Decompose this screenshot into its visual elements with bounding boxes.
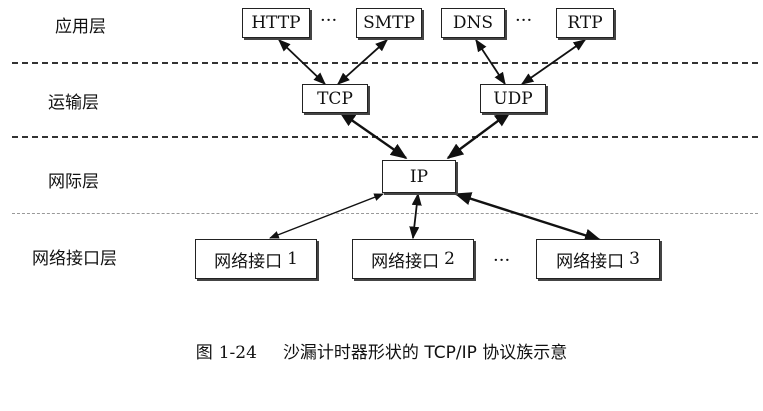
arrow-rtp-udp: [520, 39, 587, 85]
protocol-box-dns: DNS: [441, 8, 505, 38]
layer-label-network-interface: 网络接口层: [32, 249, 117, 269]
network-interface-label: 网络接口: [214, 251, 283, 272]
arrow-smtp-tcp: [337, 39, 388, 85]
network-interface-number: 3: [629, 249, 640, 269]
figure-number: 1-24: [218, 343, 257, 363]
figure-title: 沙漏计时器形状的 TCP/IP 协议族示意: [282, 343, 568, 363]
protocol-box-ip: IP: [382, 160, 456, 193]
arrow-ip-if2: [409, 192, 422, 240]
network-interface-label: 网络接口: [556, 251, 625, 272]
protocol-box-udp: UDP: [480, 84, 546, 113]
ellipsis: ···: [493, 250, 511, 271]
layer-label-internet: 网际层: [48, 172, 99, 192]
layer-label-application: 应用层: [55, 17, 106, 37]
protocol-box-smtp: SMTP: [356, 8, 422, 38]
arrow-dns-udp: [475, 38, 506, 86]
arrow-udp-ip: [446, 110, 512, 160]
arrow-ip-if1: [269, 193, 384, 239]
layer-label-transport: 运输层: [48, 93, 99, 113]
arrow-http-tcp: [278, 39, 326, 85]
protocol-box-tcp: TCP: [302, 84, 368, 113]
protocol-box-http: HTTP: [242, 8, 310, 38]
figure-prefix: 图: [195, 343, 213, 363]
network-interface-label: 网络接口: [371, 251, 440, 272]
protocol-box-rtp: RTP: [556, 8, 614, 38]
arrow-ip-if3: [454, 192, 602, 242]
ellipsis: ···: [320, 10, 338, 31]
ellipsis: ···: [515, 10, 533, 31]
network-interface-number: 2: [444, 249, 455, 269]
layer-divider: [12, 213, 758, 214]
arrow-tcp-ip: [338, 111, 408, 159]
network-interface-number: 1: [287, 249, 298, 269]
